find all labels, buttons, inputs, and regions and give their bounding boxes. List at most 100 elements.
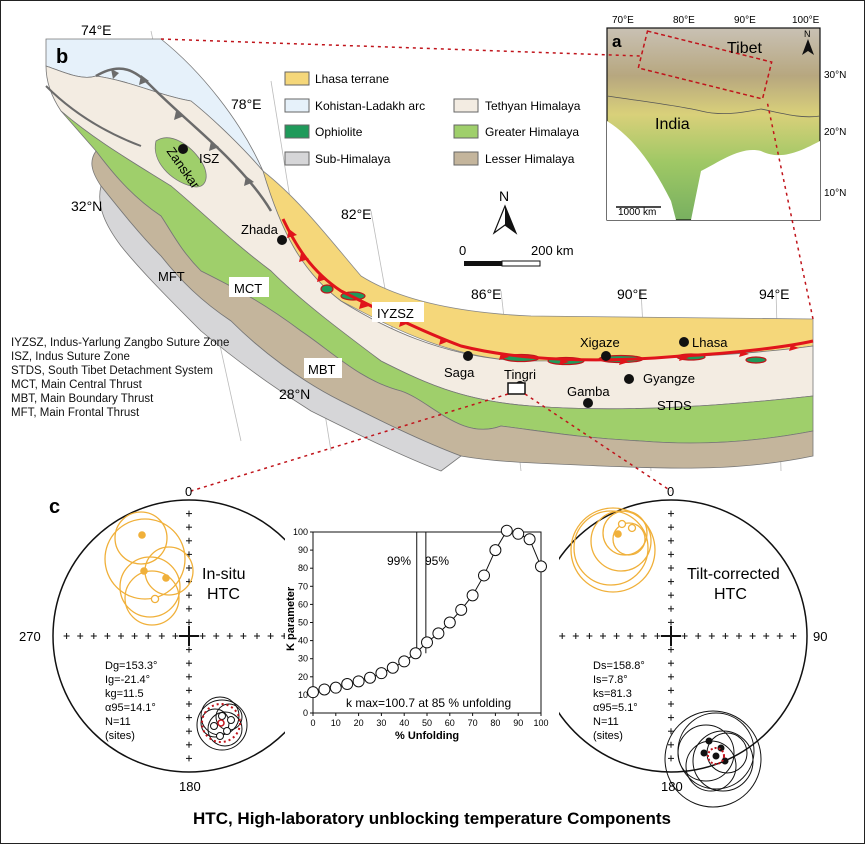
x-tick-label: 90 (513, 718, 523, 728)
place-lhasa: Lhasa (692, 335, 728, 350)
legend-lesser: Lesser Himalaya (485, 152, 575, 166)
data-point (500, 524, 513, 537)
tilt-stereonet (534, 499, 808, 808)
inset-india: India (655, 116, 690, 133)
abbr-isz: ISZ, Indus Suture Zone (11, 351, 130, 363)
insitu-title: In-situ (202, 566, 246, 583)
tilt-angle-e: 90 (813, 629, 827, 644)
abbr-iyzsz: IYZSZ, Indus-Yarlung Zangbo Suture Zone (11, 337, 229, 349)
data-point (466, 589, 479, 602)
place-zhada: Zhada (241, 222, 279, 237)
insitu-stat-1: Ig=-21.4° (105, 674, 150, 686)
main-map: b 74°E 78°E 82°E 86°E 90°E 94°E 32°N 28°… (11, 22, 814, 472)
tilt-title: Tilt-corrected (687, 566, 780, 583)
data-point (432, 627, 445, 640)
tilt-subtitle: HTC (714, 586, 747, 603)
inset-sea (607, 121, 820, 220)
isz-thrust-teeth (111, 69, 254, 186)
data-point (352, 675, 365, 688)
data-point (398, 655, 411, 668)
legend: Lhasa terrane Kohistan-Ladakh arc Ophiol… (284, 71, 581, 166)
place-gyangze: Gyangze (643, 371, 695, 386)
abbreviation-list: IYZSZ, Indus-Yarlung Zangbo Suture Zone … (11, 337, 229, 419)
x-tick-label: 0 (310, 718, 315, 728)
insitu-angle-n: 0 (185, 484, 192, 499)
insitu-stats: Dg=153.3° Ig=-21.4° kg=11.5 α95=14.1° N=… (105, 660, 157, 742)
data-point (489, 544, 502, 557)
insitu-stat-3: α95=14.1° (105, 702, 156, 714)
panel-c-label: c (49, 496, 60, 518)
scale-end: 200 km (531, 243, 574, 258)
label-stds: STDS (657, 398, 692, 413)
x-tick-label: 20 (354, 718, 364, 728)
tilt-stat-0: Ds=158.8° (593, 660, 645, 672)
insitu-stereonet (52, 499, 326, 773)
legend-ophiolite: Ophiolite (315, 125, 363, 139)
north-arrow-icon (492, 204, 518, 235)
lon-78: 78°E (231, 96, 262, 112)
tilt-angle-s: 180 (661, 779, 683, 794)
y-tick-label: 0 (303, 708, 308, 718)
insitu-stat-0: Dg=153.3° (105, 660, 157, 672)
fold-xlabel: % Unfolding (395, 730, 459, 742)
insitu-subtitle: HTC (207, 586, 240, 603)
inset-lon-90: 90°E (734, 15, 756, 26)
lon-94: 94°E (759, 286, 790, 302)
sub-himalaya (99, 185, 462, 472)
data-point (455, 603, 468, 616)
insitu-angle-s: 180 (179, 779, 201, 794)
data-point (421, 636, 433, 649)
data-point (535, 560, 547, 573)
x-tick-label: 10 (331, 718, 341, 728)
label-mft: MFT (158, 269, 185, 284)
inset-scale: 1000 km (618, 207, 656, 218)
x-tick-label: 70 (468, 718, 478, 728)
legend-sub: Sub-Himalaya (315, 152, 391, 166)
study-area-box (507, 382, 526, 395)
data-point (375, 667, 388, 680)
abbr-mct: MCT, Main Central Thrust (11, 379, 143, 391)
data-point (443, 616, 456, 629)
inset-lat-30: 30°N (824, 70, 846, 81)
tilt-stat-4: N=11 (593, 716, 619, 728)
inset-lon-70: 70°E (612, 15, 634, 26)
connectors (160, 38, 814, 492)
abbr-stds: STDS, South Tibet Detachment System (11, 365, 213, 377)
data-point (523, 533, 536, 546)
data-point (386, 661, 399, 674)
data-point (307, 686, 319, 699)
x-tick-label: 80 (490, 718, 500, 728)
abbr-mbt: MBT, Main Boundary Thrust (11, 393, 154, 405)
data-point (341, 678, 354, 691)
inset-lat-10: 10°N (824, 188, 846, 199)
inset-map: a 70°E 80°E 90°E 100°E 30°N 20°N 10°N Ti… (606, 15, 846, 221)
inset-north-arrow-icon (802, 39, 814, 55)
place-gamba: Gamba (567, 384, 610, 399)
y-tick-label: 90 (298, 545, 308, 555)
y-tick-label: 20 (298, 672, 308, 682)
insitu-stat-5: (sites) (105, 730, 135, 742)
north-label: N (499, 188, 509, 204)
insitu-stat-4: N=11 (105, 716, 131, 728)
scale-bar (464, 260, 541, 267)
place-tingri: Tingri (504, 367, 536, 382)
iyzsz-thrust-teeth (287, 229, 799, 365)
inset-north: N (804, 29, 811, 39)
lon-82: 82°E (341, 206, 372, 222)
legend-kohistan: Kohistan-Ladakh arc (315, 99, 425, 113)
isz-branch (45, 85, 142, 147)
y-tick-label: 60 (298, 599, 308, 609)
y-tick-label: 80 (298, 563, 308, 573)
lat-32: 32°N (71, 198, 102, 214)
tilt-stat-2: ks=81.3 (593, 688, 632, 700)
legend-lhasa: Lhasa terrane (315, 72, 389, 86)
y-tick-label: 10 (298, 690, 308, 700)
data-point (318, 683, 331, 696)
x-tick-label: 50 (422, 718, 432, 728)
inset-lon-80: 80°E (673, 15, 695, 26)
panel-b-label: b (56, 46, 68, 68)
label-mct: MCT (234, 281, 262, 296)
insitu-stat-2: kg=11.5 (105, 688, 144, 700)
